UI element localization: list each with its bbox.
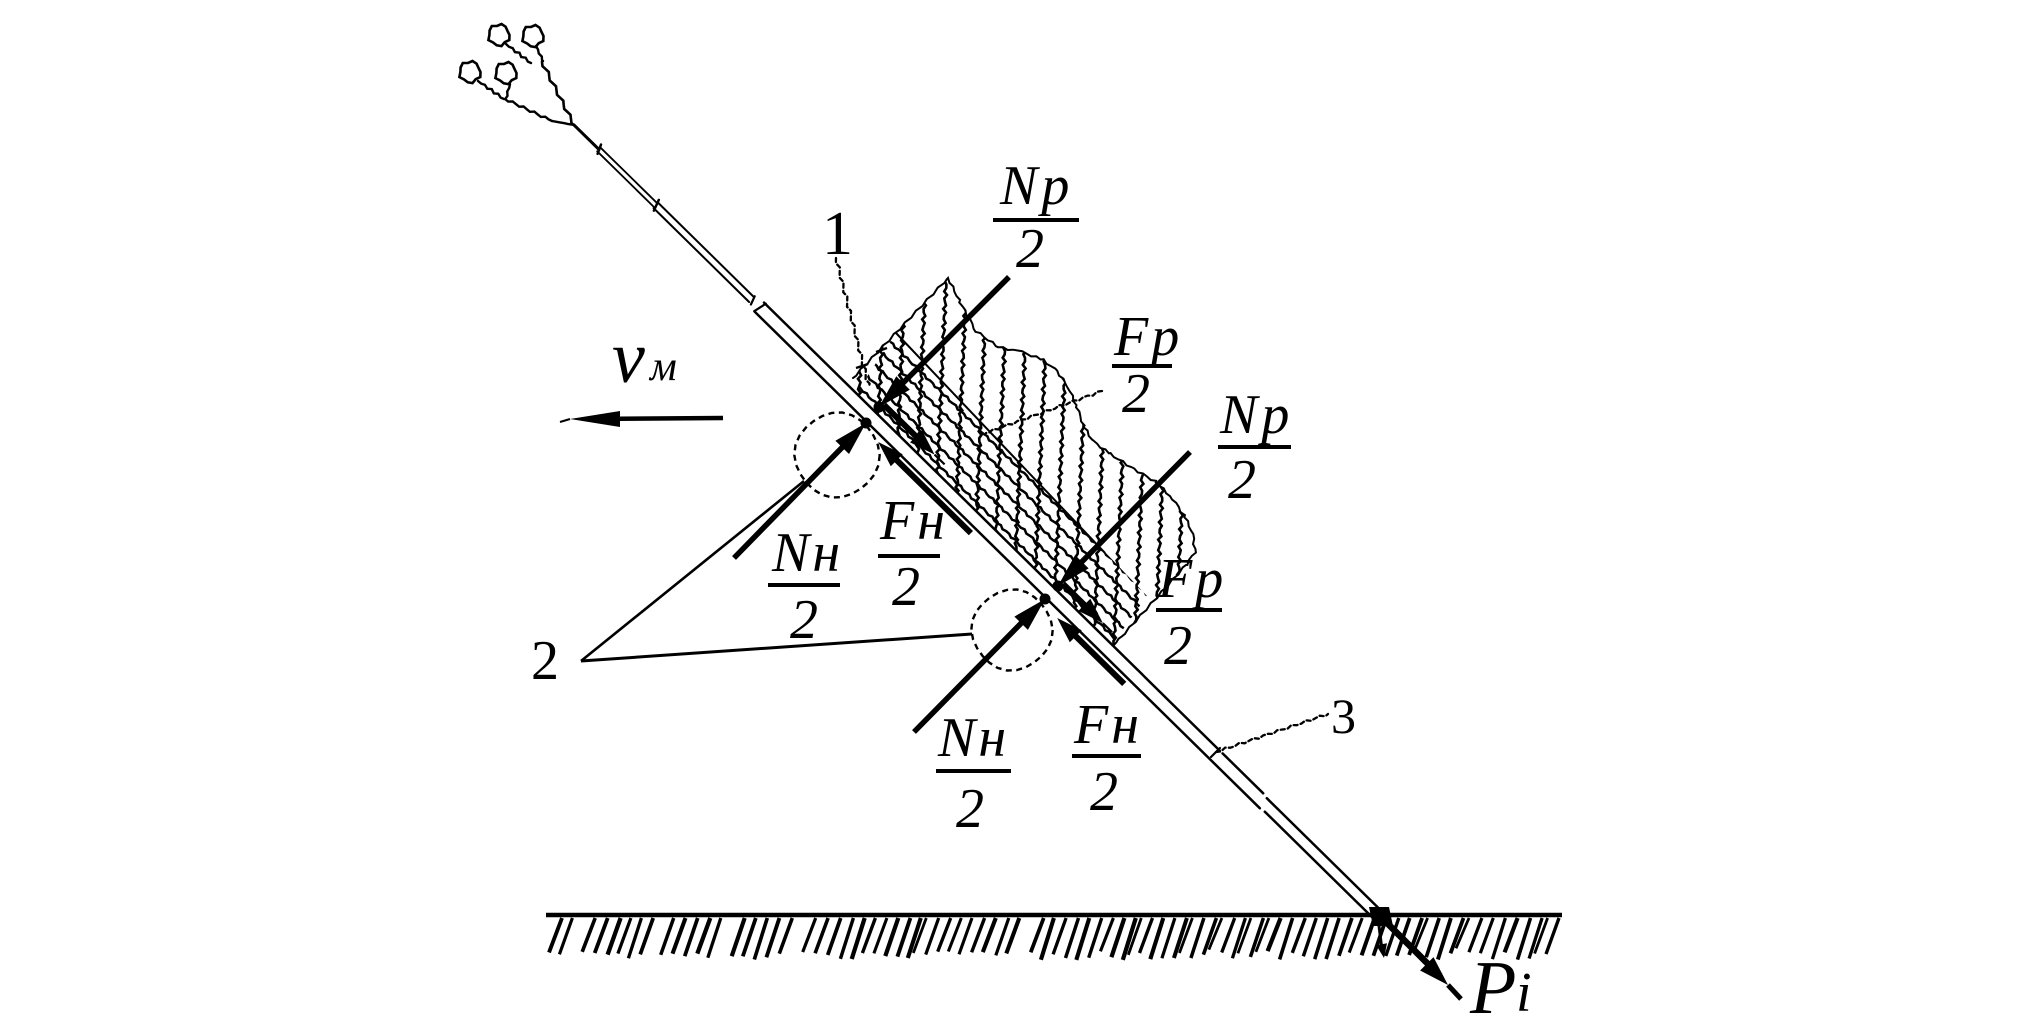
- svg-text:Fp: Fp: [1113, 306, 1182, 368]
- svg-text:Fн: Fн: [1073, 694, 1142, 756]
- svg-text:2: 2: [1122, 363, 1150, 425]
- svg-text:2: 2: [1228, 449, 1256, 511]
- svg-text:2: 2: [892, 556, 920, 618]
- svg-text:2: 2: [1016, 218, 1044, 280]
- svg-text:1: 1: [822, 200, 853, 268]
- svg-text:Nн: Nн: [937, 707, 1009, 769]
- svg-text:2: 2: [956, 778, 984, 840]
- svg-text:3: 3: [1331, 688, 1356, 744]
- svg-text:м: м: [648, 344, 677, 390]
- svg-text:2: 2: [531, 630, 559, 692]
- svg-text:Np: Np: [999, 155, 1073, 217]
- svg-text:i: i: [1516, 962, 1532, 1020]
- svg-text:Nн: Nн: [771, 522, 843, 584]
- svg-text:Fн: Fн: [879, 490, 948, 552]
- svg-text:Fp: Fp: [1157, 548, 1226, 610]
- svg-text:2: 2: [1164, 615, 1192, 677]
- svg-text:P: P: [1469, 946, 1516, 1020]
- svg-text:Np: Np: [1219, 384, 1293, 446]
- svg-text:2: 2: [1090, 761, 1118, 823]
- svg-text:2: 2: [790, 589, 818, 651]
- svg-text:v: v: [612, 317, 645, 399]
